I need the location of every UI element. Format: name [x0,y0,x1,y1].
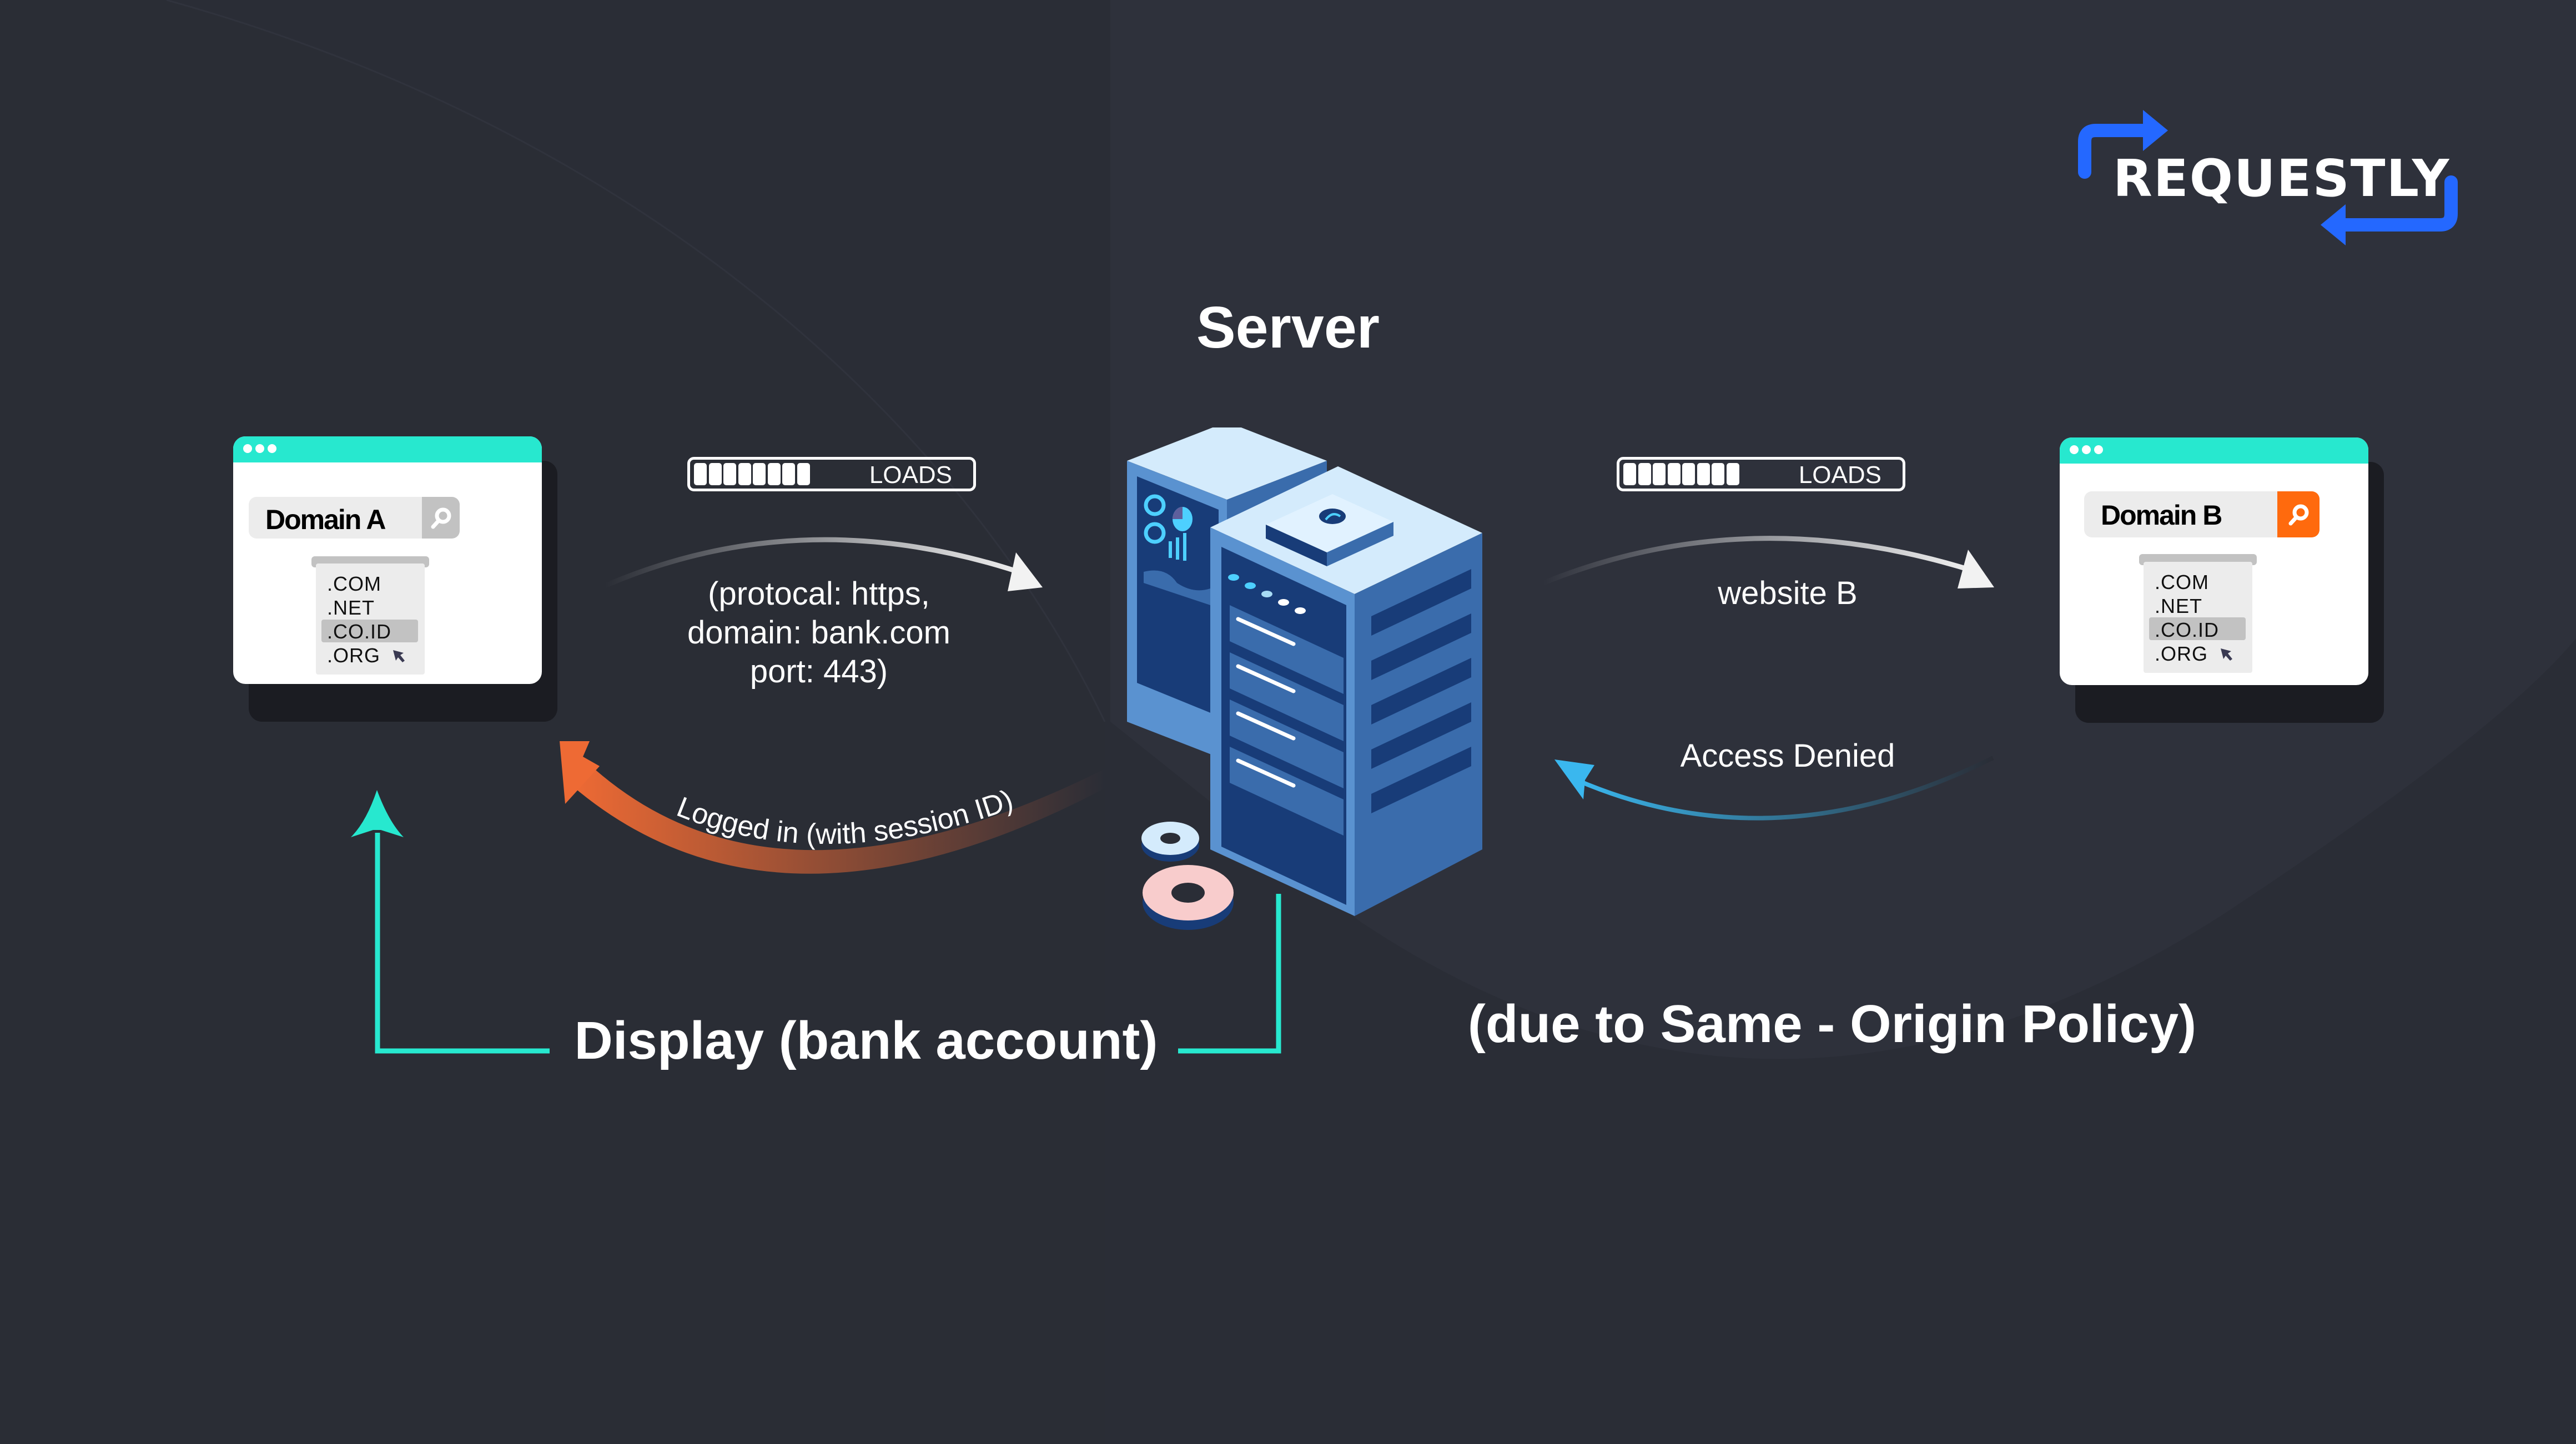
selected-highlight [321,620,418,642]
window-dots-icon [2070,445,2103,454]
policy-label: (due to Same - Origin Policy) [1467,994,2197,1054]
loading-bar-left: LOADS [687,457,976,491]
address-text: Domain B [2101,500,2222,531]
request-arrow-a [604,537,1028,588]
loading-label: LOADS [869,461,952,489]
browser-titlebar [233,436,542,462]
search-button[interactable] [422,497,460,539]
loading-segment [753,463,766,485]
browser-window: Domain B .COM .NET .CO.ID .ORG [2060,437,2368,685]
loading-segment [1667,463,1681,485]
request-protocol: (protocal: https, [708,576,930,612]
display-connector-left [375,833,550,1054]
loading-bar-right: LOADS [1617,457,1905,491]
loading-segment [1726,463,1739,485]
loading-segment [738,463,751,485]
window-dots-icon [243,444,276,453]
tld-option[interactable]: .COM [2155,571,2209,593]
browser-titlebar [2060,437,2368,464]
loading-segment [708,463,722,485]
address-bar[interactable]: Domain A [249,497,460,539]
loading-segment [1623,463,1636,485]
request-arrowhead-b [1958,550,1994,588]
side-vents [1371,569,1471,813]
server-title: Server [1196,295,1380,360]
logo-text: REQUESTLY [2113,149,2451,208]
server-illustration [1127,427,1482,930]
tld-option[interactable]: .ORG [2155,642,2208,665]
logged-in-arrow [572,766,1105,874]
requestly-logo: REQUESTLY [2076,105,2465,250]
rack-units [1228,574,1344,836]
address-text: Domain A [265,504,386,535]
tld-dropdown[interactable]: .COM .NET .CO.ID .ORG [316,563,425,675]
request-port: port: 443) [749,653,888,690]
tld-option-selected[interactable]: .CO.ID [327,620,392,643]
tld-option[interactable]: .ORG [327,644,381,667]
denied-arrowhead [1554,759,1594,799]
access-denied-label: Access Denied [1680,738,1895,774]
logged-in-arrowhead [560,741,600,804]
search-icon [431,507,451,529]
tld-option-selected[interactable]: .CO.ID [2155,618,2220,641]
loading-label: LOADS [1798,461,1881,489]
selected-highlight [2149,617,2246,640]
request-arrow-b [1542,536,1978,586]
loading-segment [1697,463,1710,485]
front-tower [1210,466,1482,916]
browser-domain-b: Domain B .COM .NET .CO.ID .ORG [2060,437,2384,723]
loading-segment [1638,463,1651,485]
logged-in-label: Logged in (with session ID) [672,784,1017,851]
display-label: Display (bank account) [574,1011,1158,1070]
search-icon [2288,504,2309,525]
loading-segment [1653,463,1666,485]
search-button[interactable] [2277,491,2320,537]
logo-arrows-icon [2078,110,2458,245]
loading-segment [782,463,795,485]
display-arrowhead [351,790,404,837]
cursor-icon [393,650,405,662]
cursor-icon [2221,648,2232,661]
request-arrowhead-a [1008,552,1043,591]
request-domain: domain: bank.com [687,615,950,651]
tld-option[interactable]: .COM [327,572,381,595]
address-bar[interactable]: Domain B [2084,491,2320,537]
request-details: (protocal: https, domain: bank.com port:… [633,575,1005,691]
loading-segment [767,463,781,485]
loading-segment [1712,463,1724,485]
tld-option[interactable]: .NET [2155,595,2203,617]
loading-segment [1682,463,1695,485]
display-connector-right [1178,894,1281,1054]
loading-segment [797,463,810,485]
tld-dropdown[interactable]: .COM .NET .CO.ID .ORG [2144,562,2252,673]
wifi-icon [1325,513,1341,521]
wifi-module [1266,494,1393,566]
browser-window: Domain A .COM .NET .CO.ID .ORG [233,436,542,684]
gear-icon-large [1143,865,1234,930]
browser-domain-a: Domain A .COM .NET .CO.ID .ORG [233,436,557,722]
loading-segment [723,463,736,485]
loading-segment [694,463,707,485]
tld-option[interactable]: .NET [327,596,375,619]
website-b-label: website B [1718,575,1858,611]
denied-arrow [1576,756,1994,821]
gear-icon-small [1141,822,1199,862]
